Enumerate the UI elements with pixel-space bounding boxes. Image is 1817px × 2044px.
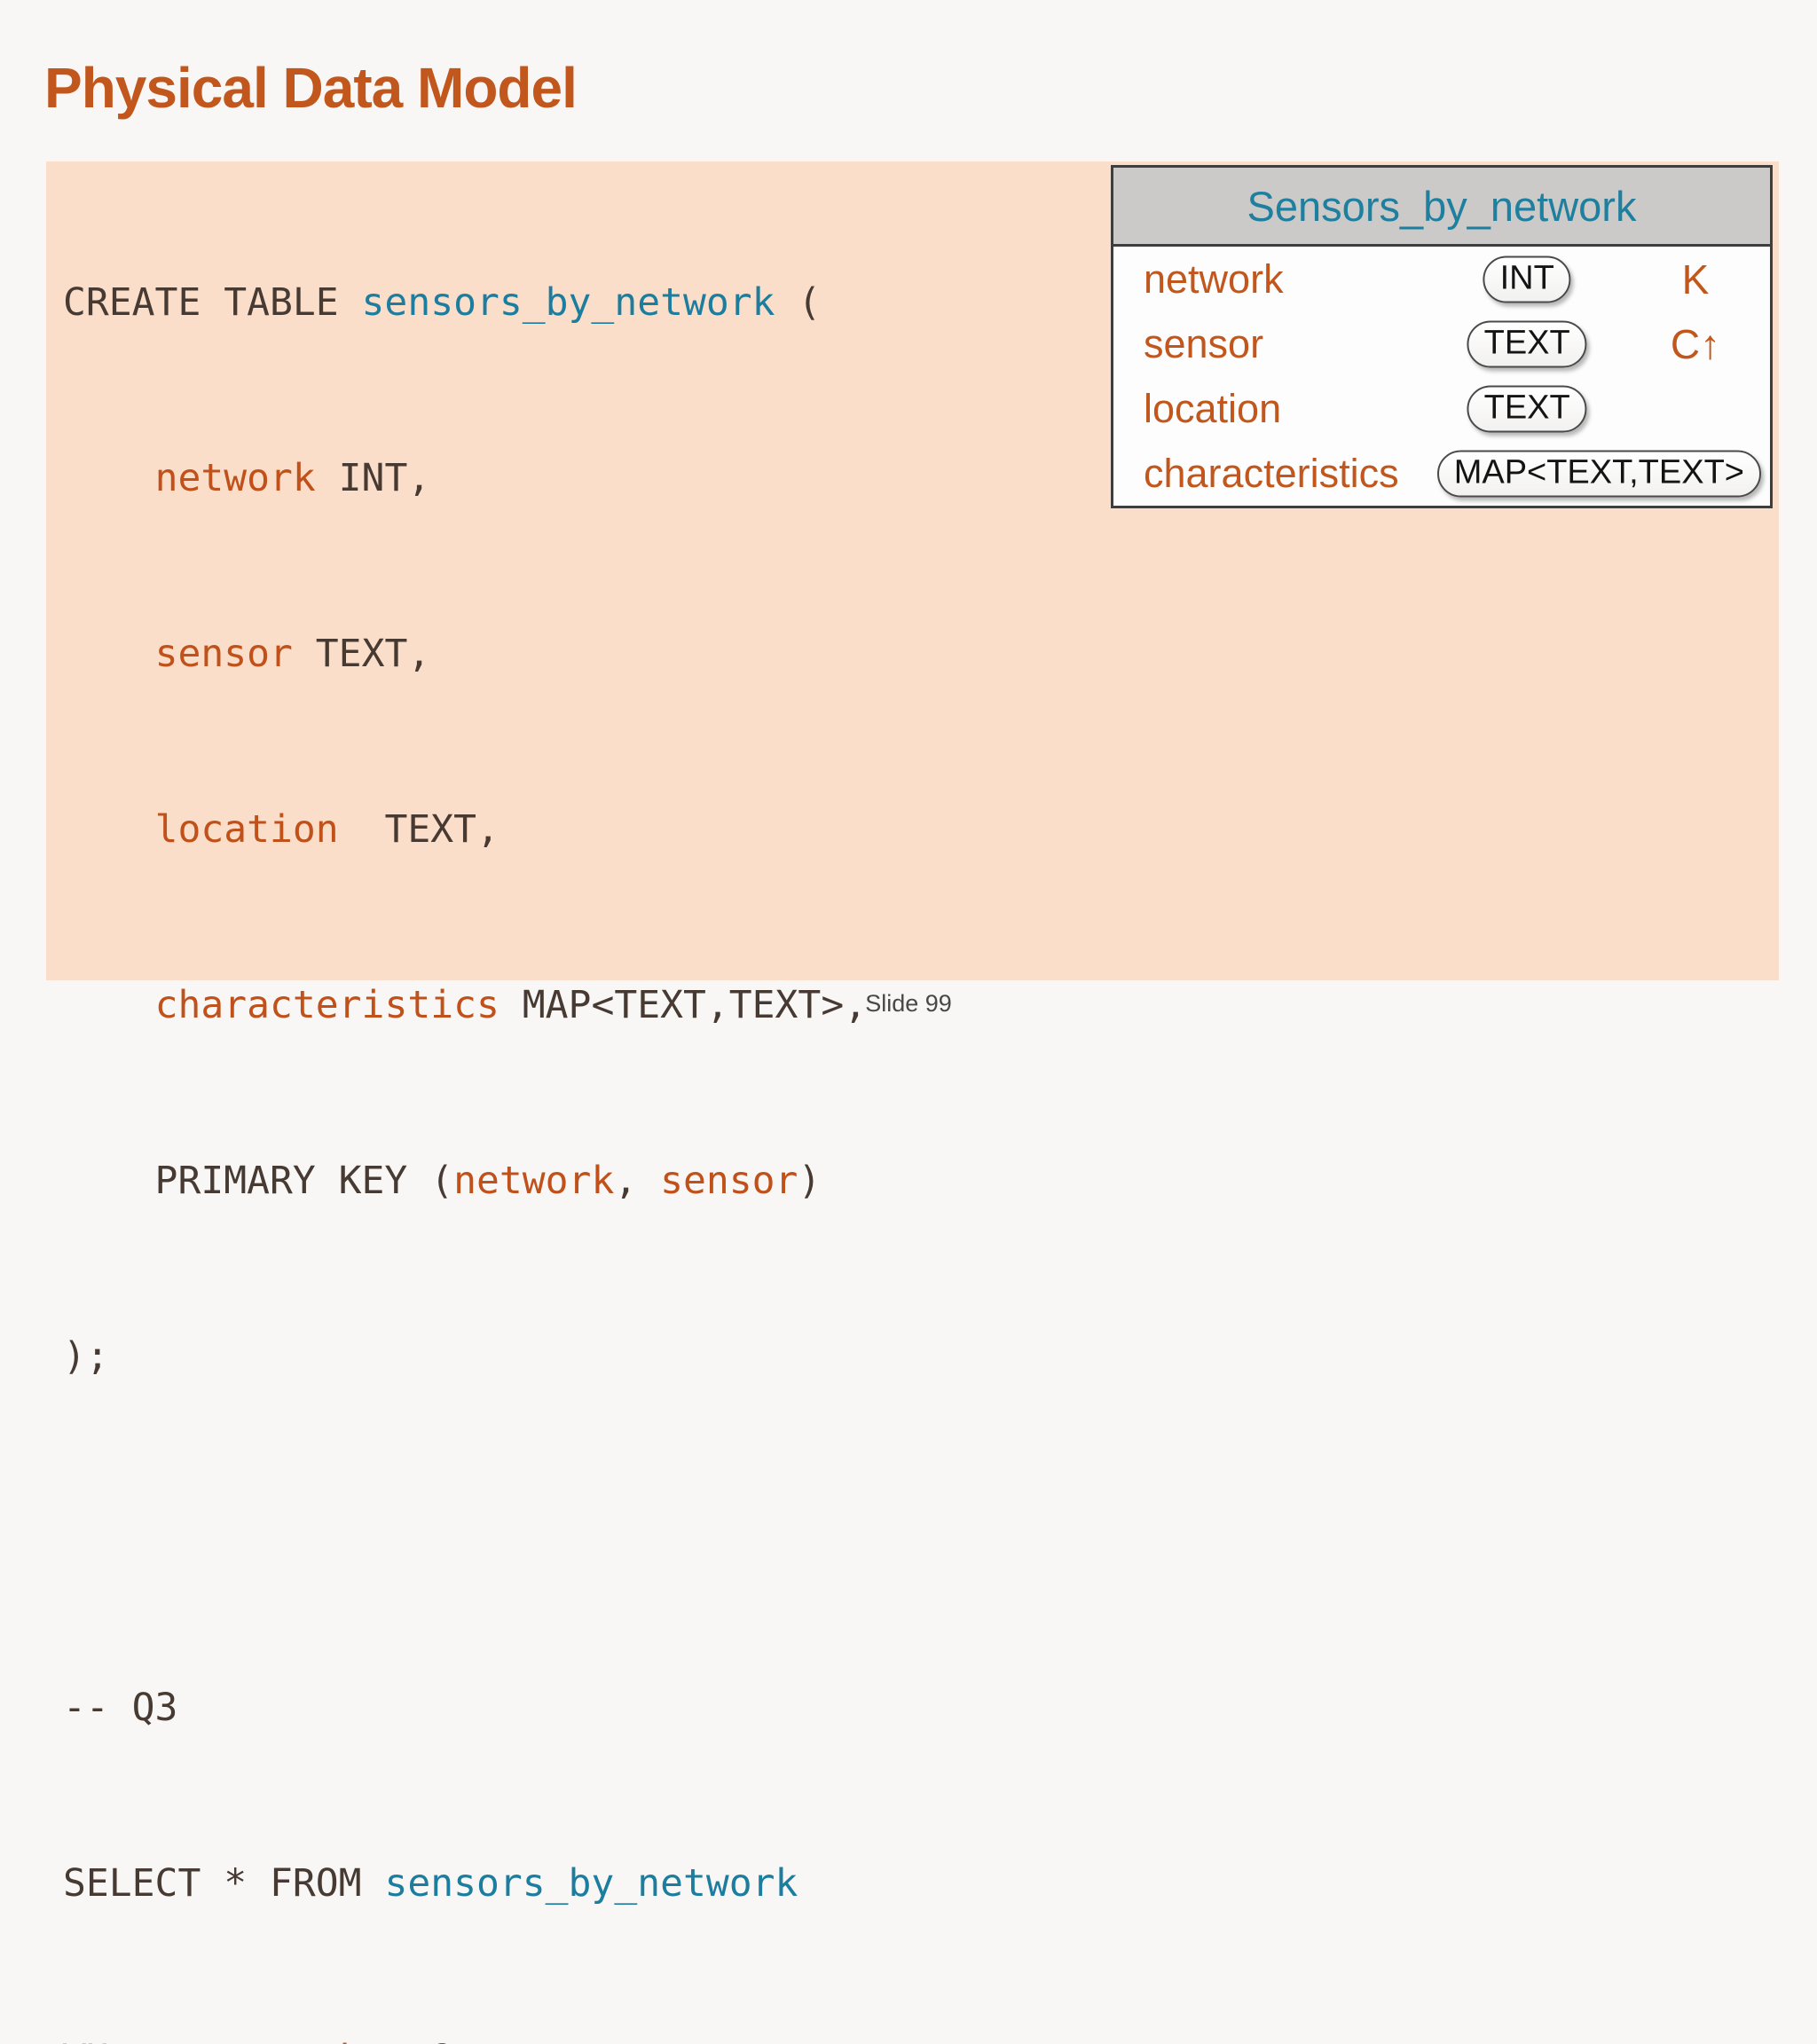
code-line: location TEXT, [63, 800, 1779, 859]
code-line: -- Q3 [63, 1678, 1779, 1737]
code-column-name: location [154, 807, 339, 852]
code-comment: -- Q3 [63, 1686, 178, 1730]
table-row: characteristics MAP<TEXT,TEXT> [1113, 441, 1770, 506]
page-title: Physical Data Model [44, 55, 578, 120]
code-keyword: WHERE [63, 2037, 201, 2044]
code-line: WHERE network = ?; [63, 2030, 1779, 2044]
partition-key-indicator: K [1681, 256, 1710, 303]
clustering-key-indicator: C↑ [1670, 320, 1721, 367]
code-punctuation: ); [63, 1334, 109, 1379]
code-column-name: sensor [660, 1159, 798, 1203]
code-line: network INT, [63, 449, 1779, 507]
code-punctuation: = ?; [362, 2037, 476, 2044]
code-column-name: sensor [154, 632, 293, 676]
code-column-name: characteristics [154, 983, 499, 1027]
table-row: sensor TEXT C↑ [1113, 311, 1770, 376]
code-indent [63, 632, 155, 676]
code-indent [63, 456, 155, 500]
code-punctuation: ( [775, 280, 822, 325]
table-row: network INT K [1113, 247, 1770, 311]
code-column-name: network [154, 456, 316, 500]
entity-table: Sensors_by_network network INT K sensor … [1111, 165, 1773, 508]
code-table-name: sensors_by_network [384, 1861, 798, 1906]
entity-table-header: Sensors_by_network [1113, 168, 1770, 247]
code-line: characteristics MAP<TEXT,TEXT>, [63, 976, 1779, 1034]
code-type: MAP<TEXT,TEXT>, [499, 983, 868, 1027]
slide-number: Slide 99 [865, 990, 952, 1017]
code-line: sensor TEXT, [63, 625, 1779, 683]
column-name-label: characteristics [1144, 450, 1399, 496]
code-keyword: PRIMARY KEY ( [63, 1159, 454, 1203]
column-name-label: sensor [1144, 320, 1264, 366]
code-punctuation: , [614, 1159, 661, 1203]
code-type: TEXT, [292, 632, 431, 676]
code-punctuation: ) [798, 1159, 822, 1203]
column-name-label: network [1144, 256, 1284, 302]
type-pill: TEXT [1467, 385, 1587, 432]
column-name-label: location [1144, 385, 1282, 431]
code-indent [63, 807, 155, 852]
type-pill: INT [1483, 256, 1571, 303]
code-table-name: sensors_by_network [361, 280, 775, 325]
code-column-name: network [453, 1159, 615, 1203]
code-line: SELECT * FROM sensors_by_network [63, 1854, 1779, 1913]
code-line-blank [63, 1503, 1779, 1561]
code-line: ); [63, 1327, 1779, 1386]
entity-table-title: Sensors_by_network [1247, 182, 1637, 230]
type-pill: MAP<TEXT,TEXT> [1436, 450, 1761, 497]
code-type: TEXT, [338, 807, 499, 852]
code-type: INT, [315, 456, 431, 500]
code-line: CREATE TABLE sensors_by_network ( [63, 273, 1779, 332]
code-keyword: CREATE TABLE [63, 280, 362, 325]
code-column-name: network [201, 2037, 361, 2044]
table-row: location TEXT [1113, 376, 1770, 441]
type-pill: TEXT [1467, 320, 1587, 367]
code-keyword: SELECT * FROM [63, 1861, 385, 1906]
code-line: PRIMARY KEY (network, sensor) [63, 1152, 1779, 1210]
